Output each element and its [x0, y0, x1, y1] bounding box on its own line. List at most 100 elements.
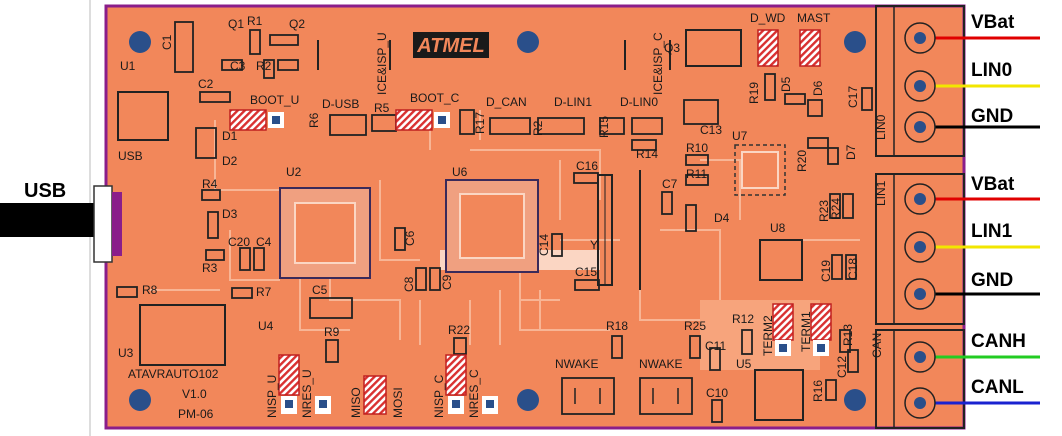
label-c13: C13: [700, 123, 722, 137]
label-d-lin0: D-LIN0: [620, 95, 658, 109]
label-c7: C7: [662, 177, 678, 191]
nwake-button-1: [561, 377, 615, 415]
label-mosi: MOSI: [391, 387, 405, 418]
label-nres-u: NRES_U: [300, 369, 314, 418]
label-u2: U2: [286, 165, 302, 179]
label-r17: R17: [473, 112, 487, 134]
label-ice-isp-c: ICE&ISP_C: [651, 32, 665, 95]
label-r19: R19: [747, 82, 761, 104]
chip-u7: [734, 144, 786, 196]
nwake-button-2: [639, 377, 693, 415]
label-c3: C3: [230, 59, 246, 73]
can-high-label: CANH: [971, 331, 1026, 352]
label-c11: C11: [705, 339, 726, 353]
label-u5: U5: [736, 357, 752, 371]
lin1-lin-label: LIN1: [971, 221, 1013, 242]
label-boot-c: BOOT_C: [410, 91, 460, 105]
chip-u3: [139, 304, 226, 366]
usb-connector: [0, 185, 122, 263]
label-c14: C14: [537, 234, 551, 256]
label-q1: Q1: [228, 17, 244, 31]
header-outlines: [317, 40, 671, 290]
label-u8: U8: [770, 221, 786, 235]
lin0-gnd-label: GND: [971, 106, 1013, 127]
label-c4: C4: [256, 235, 272, 249]
passive-components: [116, 21, 873, 423]
label-c19: C19: [819, 260, 833, 282]
label-nwake-2: NWAKE: [639, 357, 683, 371]
terminal-blocks: [875, 5, 965, 429]
lin1-gnd-label: GND: [971, 270, 1013, 291]
board-name: ATAVRAUTO102: [128, 367, 219, 381]
label-r8: R8: [142, 283, 158, 297]
label-c6: C6: [403, 230, 417, 246]
label-c20: C20: [228, 235, 250, 249]
label-r25: R25: [684, 319, 706, 333]
label-r3: R3: [202, 261, 218, 275]
label-r13: R13: [841, 324, 855, 346]
label-c15: C15: [575, 265, 597, 279]
board-version: V1.0: [182, 387, 207, 401]
crystal-y: [597, 174, 613, 286]
label-c10: C10: [706, 386, 728, 400]
lin0-vbat-label: VBat: [971, 12, 1015, 33]
chip-u6: [445, 179, 539, 273]
label-d4: D4: [714, 211, 730, 225]
mounting-holes: [129, 31, 866, 411]
board-code: PM-06: [178, 407, 214, 421]
label-nres-c: NRES_C: [467, 369, 481, 418]
can-tag: CAN: [870, 333, 884, 358]
label-r5: R5: [374, 101, 390, 115]
label-r2b: R2: [531, 120, 545, 136]
label-r15: R15: [597, 116, 611, 138]
label-u6: U6: [452, 165, 468, 179]
label-c5: C5: [312, 283, 328, 297]
lin0-lin-label: LIN0: [971, 60, 1012, 81]
label-c17: C17: [846, 86, 860, 108]
label-q2: Q2: [289, 17, 305, 31]
label-r6: R6: [307, 112, 321, 128]
jumper-pins: [268, 112, 829, 414]
label-d5: D5: [779, 76, 793, 92]
label-d7: D7: [844, 144, 858, 160]
label-u4: U4: [258, 319, 274, 333]
label-r16: R16: [811, 380, 825, 402]
label-u7: U7: [732, 129, 748, 143]
label-ice-isp-u: ICE&ISP_U: [375, 32, 389, 95]
label-c9: C9: [440, 274, 454, 290]
terminal-screws: [904, 22, 936, 419]
label-r23: R23: [817, 200, 831, 222]
label-d-usb: D-USB: [322, 97, 359, 111]
lin1-vbat-label: VBat: [971, 174, 1015, 195]
label-y: Y: [590, 238, 598, 252]
label-c2: C2: [198, 77, 214, 91]
label-u1: U1: [120, 59, 136, 73]
label-boot-u: BOOT_U: [250, 93, 299, 107]
label-r2: R2: [256, 59, 272, 73]
label-r18: R18: [606, 319, 628, 333]
label-d3: D3: [222, 207, 238, 221]
label-r1: R1: [247, 14, 263, 28]
label-term1: TERM1: [799, 311, 813, 352]
label-r24: R24: [829, 198, 843, 220]
label-nwake-1: NWAKE: [555, 357, 599, 371]
chip-u1: [117, 91, 169, 141]
label-r10: R10: [686, 141, 708, 155]
label-c16: C16: [576, 159, 598, 173]
label-r14: R14: [636, 147, 658, 161]
label-d-wd: D_WD: [750, 11, 786, 25]
label-d-lin1: D-LIN1: [554, 95, 592, 109]
label-d2: D2: [222, 154, 238, 168]
label-c1: C1: [160, 34, 174, 50]
lin1-tag: LIN1: [874, 180, 888, 206]
label-c18: C18: [846, 258, 860, 280]
chip-u5: [754, 369, 804, 421]
label-r20: R20: [795, 150, 809, 172]
can-low-label: CANL: [971, 377, 1024, 398]
label-r22: R22: [448, 323, 470, 337]
label-r9: R9: [324, 325, 340, 339]
chip-q3: [685, 29, 742, 67]
silkscreen-labels: U1 USB C1 C2 C3 Q1 R1 Q2 R2 ICE&ISP_U IC…: [118, 11, 860, 418]
chip-u2: [279, 187, 371, 279]
